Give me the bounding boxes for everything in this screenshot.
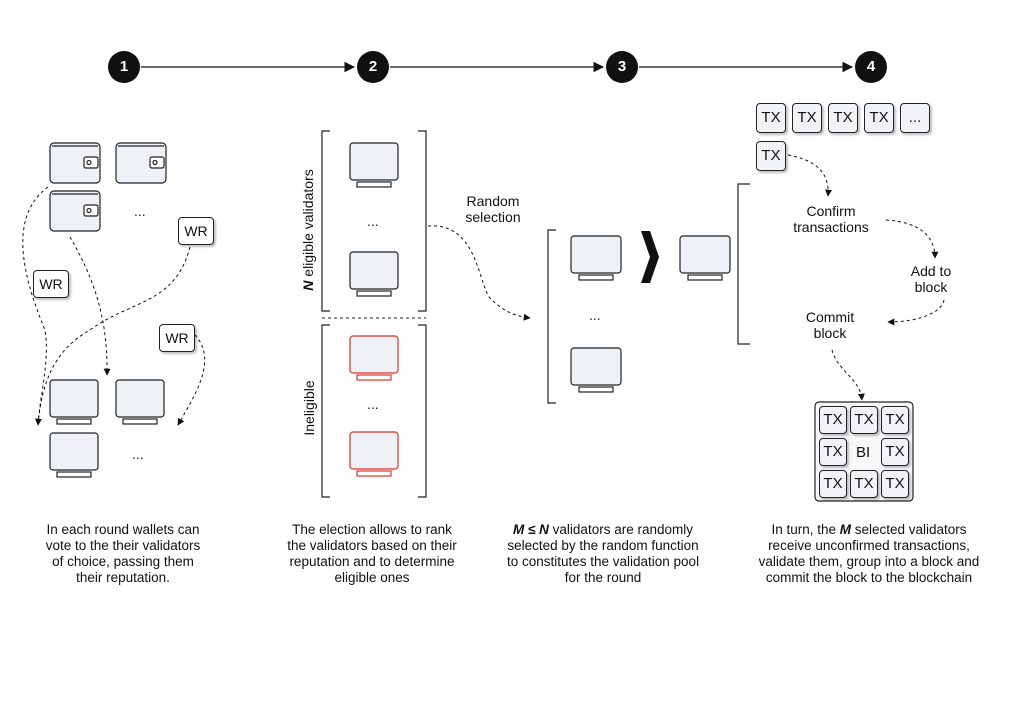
add-to-block-label: Add to block: [910, 263, 952, 295]
wr-badge: WR: [159, 324, 195, 352]
block-cell: TX: [819, 470, 847, 498]
block-cell: TX: [819, 406, 847, 434]
ineligible-label: Ineligible: [301, 380, 317, 436]
process-arrows: [787, 154, 945, 401]
step-2-badge: 2: [357, 51, 389, 83]
process-bracket: [737, 183, 750, 345]
pool-ellipsis: ...: [589, 307, 601, 323]
step-4-badge: 4: [855, 51, 887, 83]
caption-stage-1: In each round wallets can vote to the th…: [45, 522, 201, 585]
block-cell: TX: [850, 406, 878, 434]
confirm-transactions-label: Confirm transactions: [793, 203, 869, 235]
block-cell: TX: [850, 470, 878, 498]
wallets-group: [49, 142, 167, 232]
wallet-icon: [49, 142, 101, 184]
wallet-ellipsis: ...: [134, 203, 146, 219]
pool-bracket: [547, 229, 556, 404]
ineligible-validators: [349, 335, 399, 477]
validator-icon: [570, 347, 622, 393]
leader-validator: [679, 235, 731, 281]
wr-badge: WR: [178, 217, 214, 245]
vote-arrows: [22, 186, 206, 426]
eligible-bracket: [321, 130, 427, 312]
eligible-ellipsis: ...: [367, 213, 379, 229]
stage1-validators: [49, 379, 165, 478]
validator-icon: [570, 235, 622, 281]
wallet-icon: [115, 142, 167, 184]
random-selection-arrow: [427, 225, 531, 321]
validator-icon: [349, 142, 399, 188]
tx-incoming: TX: [756, 141, 786, 171]
eligible-validators: [349, 142, 399, 297]
step-3-badge: 3: [606, 51, 638, 83]
block-cell: TX: [819, 438, 847, 466]
tx-more: ...: [900, 103, 930, 133]
wallet-icon: [49, 190, 101, 232]
validator-icon: [679, 235, 731, 281]
validator-icon: [49, 432, 99, 478]
pool-validators: [570, 235, 622, 393]
caption-stage-4: In turn, the M selected validators recei…: [758, 522, 980, 585]
validator-icon: [349, 251, 399, 297]
caption-le: ≤: [524, 522, 540, 537]
random-selection-label: Random selection: [465, 193, 521, 225]
wr-badge: WR: [33, 270, 69, 298]
validator-icon: [49, 379, 99, 425]
block-info-label: BI: [856, 444, 871, 461]
validator-icon: [115, 379, 165, 425]
eligible-n: N: [300, 280, 316, 291]
tx-box: TX: [792, 103, 822, 133]
block-cell: TX: [881, 406, 909, 434]
caption-stage-2: The election allows to rank the validato…: [287, 522, 457, 585]
ineligible-bracket: [321, 324, 427, 498]
validator-icon-ineligible: [349, 335, 399, 381]
caption-stage-3: M ≤ N validators are randomly selected b…: [506, 522, 700, 585]
block-cell: TX: [881, 470, 909, 498]
chevron-right-icon: [641, 231, 659, 283]
validator-icon-ineligible: [349, 431, 399, 477]
caption-m: M: [839, 522, 851, 537]
tx-box: TX: [828, 103, 858, 133]
tx-box: TX: [756, 103, 786, 133]
validator-ellipsis: ...: [132, 446, 144, 462]
eligible-validators-label: N eligible validators: [300, 169, 316, 291]
caption-n: N: [539, 522, 549, 537]
ineligible-ellipsis: ...: [367, 396, 379, 412]
commit-block-label: Commit block: [805, 309, 855, 341]
block-cell: TX: [881, 438, 909, 466]
step-1-badge: 1: [108, 51, 140, 83]
tx-box: TX: [864, 103, 894, 133]
caption-m: M: [513, 522, 525, 537]
